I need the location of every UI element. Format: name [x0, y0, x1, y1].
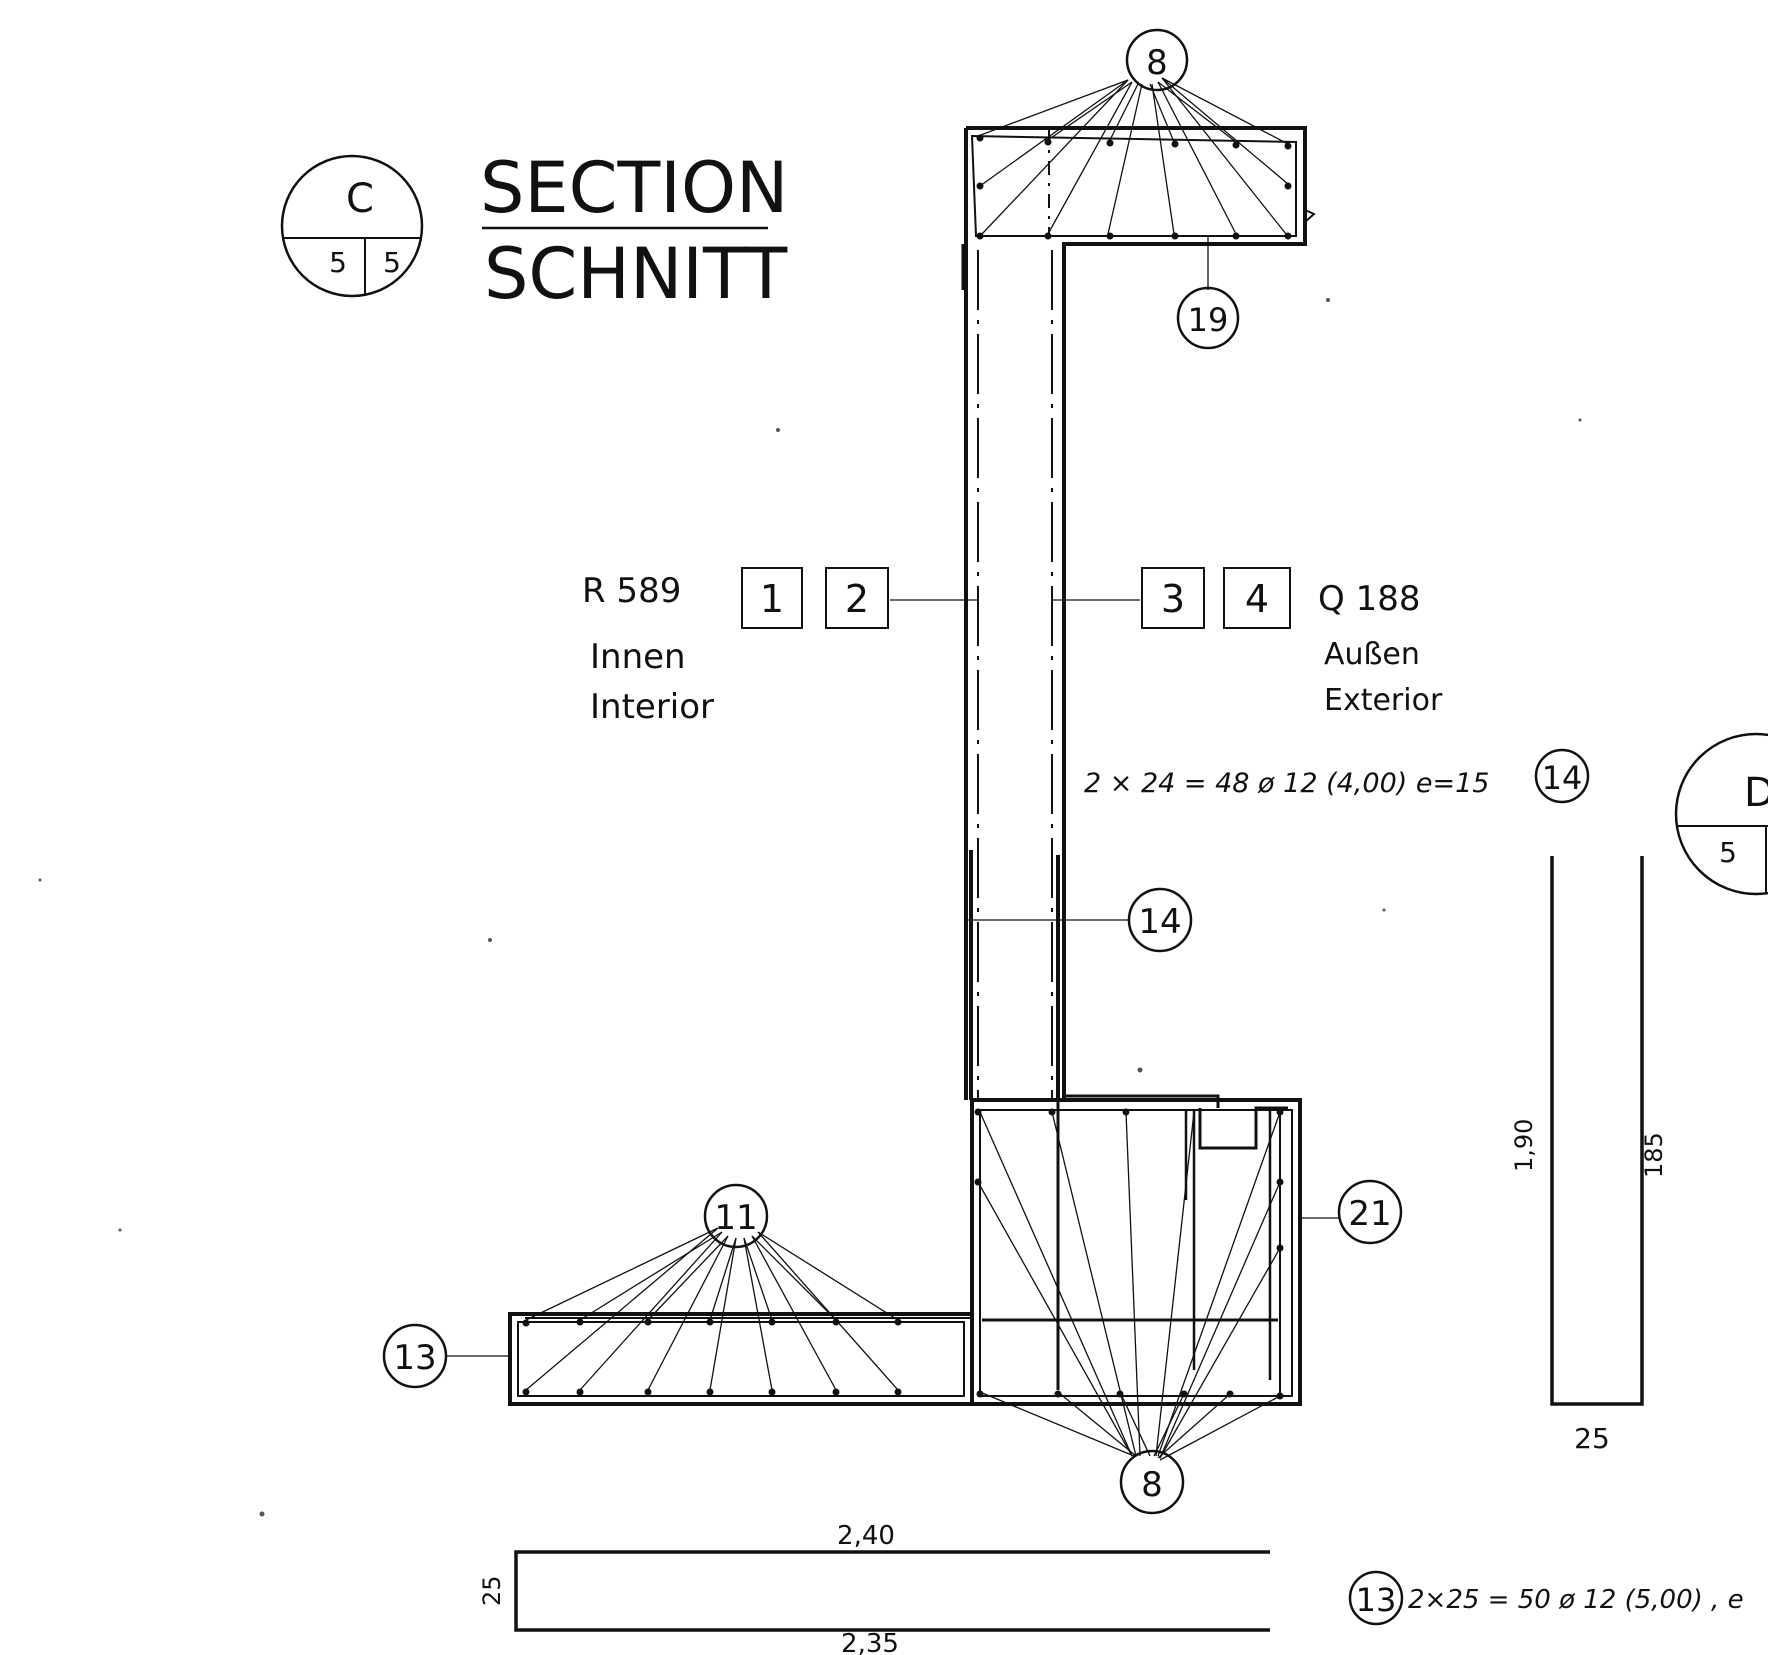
retaining-wall-section	[508, 126, 1316, 1406]
mesh-box-3: 3	[1161, 577, 1185, 621]
svg-text:13: 13	[393, 1338, 436, 1378]
mesh-interior-label-en: Interior	[590, 687, 714, 727]
svg-text:21: 21	[1348, 1194, 1391, 1234]
svg-text:8: 8	[1141, 1465, 1163, 1505]
bar-13-dim-top: 2,40	[837, 1521, 895, 1551]
svg-text:19: 19	[1188, 301, 1229, 339]
scan-speckle	[38, 298, 1582, 1517]
bar-13-dim-bottom: 2,35	[841, 1629, 899, 1655]
bar-14-dim-outer: 1,90	[1510, 1119, 1538, 1172]
svg-text:8: 8	[1146, 43, 1168, 83]
mesh-exterior-label-de: Außen	[1324, 637, 1420, 672]
section-marker-c: C 5 5	[280, 154, 424, 298]
bar-14-bubble-label: 14	[1542, 759, 1583, 797]
section-marker-d-ref-left: 5	[1719, 836, 1737, 869]
section-marker-d: D 5	[1674, 732, 1768, 896]
bubble-wall-14: 14	[1127, 887, 1193, 953]
bubble-11: 11	[703, 1183, 769, 1249]
bubble-bottom-8: 8	[1119, 1449, 1185, 1515]
bar-13-shape: 2,40 2,35 25	[478, 1521, 1270, 1655]
bar-13-note: 13 2×25 = 50 ø 12 (5,00) , e	[1348, 1570, 1744, 1626]
leader-lines	[446, 77, 1340, 1461]
mesh-box-2: 2	[845, 577, 869, 621]
mesh-interior-label-de: Innen	[590, 637, 686, 677]
bar-13-dim-height: 25	[478, 1575, 506, 1606]
bar-14-spec: 2 × 24 = 48 ø 12 (4,00) e=15	[1084, 768, 1489, 799]
svg-text:11: 11	[714, 1198, 757, 1238]
bubble-13: 13	[382, 1323, 448, 1389]
bar-14-note: 2 × 24 = 48 ø 12 (4,00) e=15 14	[1084, 748, 1590, 804]
bubble-top-8: 8	[1125, 28, 1189, 92]
mesh-exterior-label-en: Exterior	[1324, 683, 1443, 718]
bar-14-dim-inner: 185	[1640, 1132, 1668, 1178]
drawing-title: SECTION SCHNITT	[480, 147, 788, 315]
bubble-21: 21	[1337, 1179, 1403, 1245]
mesh-exterior-callout: 3 4 Q 188 Außen Exterior	[1141, 567, 1443, 718]
bar-13-bubble-label: 13	[1356, 1581, 1397, 1619]
rebar-dots	[522, 134, 1292, 1400]
mesh-exterior-spec: Q 188	[1318, 579, 1420, 619]
mesh-box-4: 4	[1245, 577, 1269, 621]
section-marker-d-letter: D	[1744, 770, 1768, 816]
bar-14-shape: 1,90 185 25	[1510, 856, 1668, 1455]
mesh-interior-spec: R 589	[582, 571, 681, 611]
svg-text:14: 14	[1138, 902, 1181, 942]
bar-13-spec: 2×25 = 50 ø 12 (5,00) , e	[1408, 1585, 1744, 1615]
bar-14-dim-width: 25	[1574, 1422, 1610, 1455]
mesh-interior-callout: R 589 1 2 Innen Interior	[582, 567, 889, 727]
bubble-19: 19	[1176, 286, 1240, 350]
section-marker-letter: C	[346, 176, 374, 222]
section-marker-ref-right: 5	[383, 246, 401, 279]
section-marker-ref-left: 5	[329, 246, 347, 279]
title-schnitt: SCHNITT	[484, 233, 787, 315]
title-section: SECTION	[480, 147, 788, 229]
mesh-box-1: 1	[760, 577, 784, 621]
